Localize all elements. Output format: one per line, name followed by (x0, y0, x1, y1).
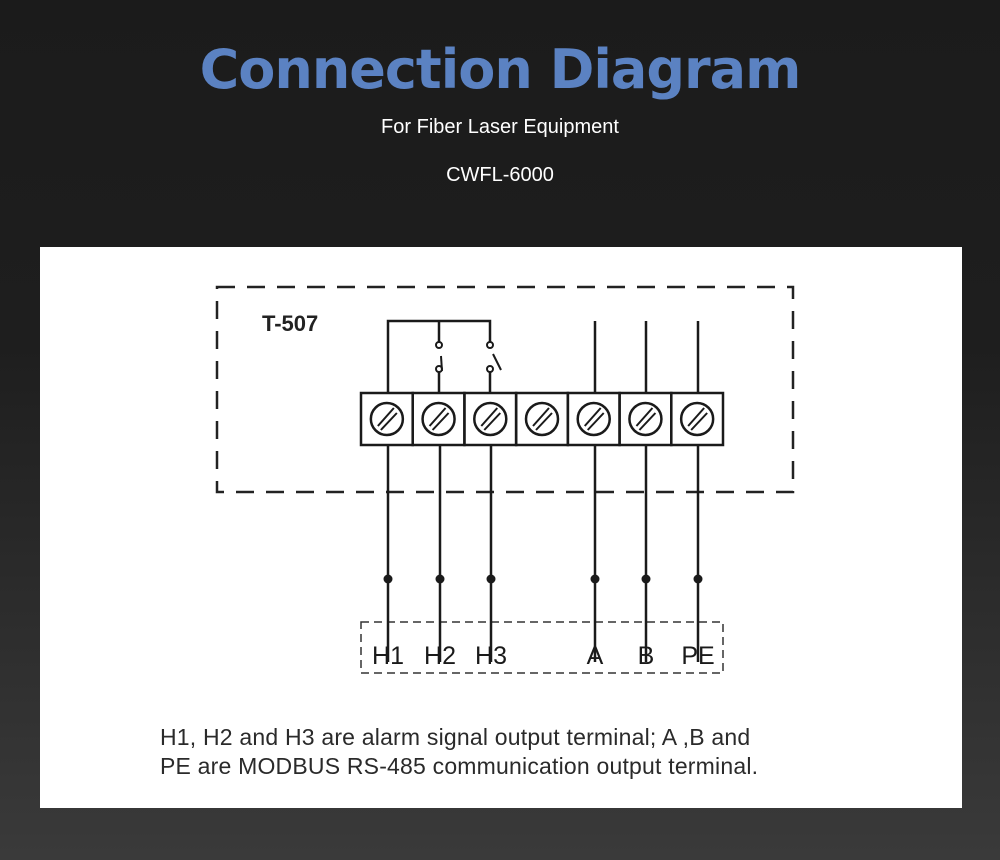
switch-contact (486, 365, 494, 373)
screw-slot (480, 407, 499, 427)
subtitle: For Fiber Laser Equipment (381, 116, 619, 138)
screw-slot (690, 412, 708, 431)
screw-icon (369, 401, 405, 437)
screw-slot (583, 407, 602, 427)
switch-contact (435, 341, 443, 349)
terminal-cell (411, 391, 466, 447)
terminal-label-h1: H1 (372, 642, 404, 670)
terminal-label-a: A (587, 642, 604, 670)
junction-dot (486, 574, 496, 584)
screw-icon (524, 401, 560, 437)
screw-slot (377, 407, 395, 427)
screw-slot (687, 407, 705, 427)
screw-slot (532, 407, 550, 427)
device-label: T-507 (262, 311, 318, 336)
connection-diagram: T-507 H1 H2 H3 A B PE (215, 285, 795, 674)
junction-dot (383, 574, 393, 584)
terminal-label-h2: H2 (424, 642, 456, 670)
screw-slot (635, 407, 654, 427)
junction-dot (641, 574, 651, 584)
terminal-cell (566, 391, 621, 447)
note-line-1: H1, H2 and H3 are alarm signal output te… (160, 724, 751, 750)
junction-dot (590, 574, 600, 584)
terminal-label-pe: PE (681, 642, 714, 670)
terminal-label-h3: H3 (475, 642, 507, 670)
terminal-cell (670, 391, 725, 447)
screw-icon (628, 401, 663, 437)
screw-icon (679, 401, 715, 437)
screw-icon (473, 401, 508, 437)
switch-contact (486, 341, 494, 349)
terminal-cell (463, 391, 518, 447)
junction-dot (693, 574, 703, 584)
screw-icon (421, 401, 456, 437)
junction-dot (435, 574, 445, 584)
device-enclosure-outline (215, 285, 795, 494)
page-title: Connection Diagram (199, 38, 802, 101)
terminal-label-b: B (638, 642, 655, 670)
screw-slot (535, 412, 553, 431)
screw-slot (431, 412, 450, 431)
terminal-cell (359, 391, 414, 447)
switch-open-icon (492, 353, 502, 371)
terminal-cell (514, 391, 570, 447)
external-connector-outline (360, 621, 724, 674)
terminal-cell (618, 391, 673, 447)
screw-slot (638, 412, 657, 431)
screw-icon (576, 401, 611, 437)
model-name: CWFL-6000 (446, 164, 554, 186)
screw-slot (586, 412, 605, 431)
note-line-2: PE are MODBUS RS-485 communication outpu… (160, 753, 759, 779)
switch-closed-icon (440, 355, 443, 372)
screw-slot (428, 407, 447, 427)
diagram-panel: T-507 H1 H2 H3 A B PE H1, H2 and H3 are alarm… (40, 247, 962, 808)
screw-slot (380, 412, 398, 431)
screw-slot (483, 412, 502, 431)
